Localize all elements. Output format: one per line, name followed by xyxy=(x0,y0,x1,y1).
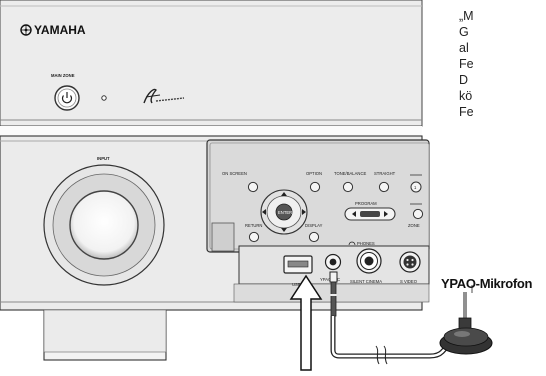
tone-balance-button[interactable] xyxy=(342,181,354,193)
mic-plug xyxy=(329,271,338,317)
on-screen-button[interactable] xyxy=(247,181,259,193)
s-video-jack[interactable] xyxy=(399,251,421,273)
cable-break-icon xyxy=(375,345,388,365)
network-logo xyxy=(143,88,185,104)
cursor-up-icon[interactable] xyxy=(281,192,287,196)
silent-cinema-label: SILENT CINEMA xyxy=(350,279,382,284)
brand-name: YAMAHA xyxy=(34,23,86,37)
zone-1-number: 1 xyxy=(414,185,417,190)
return-button[interactable] xyxy=(248,231,260,243)
mic-cable xyxy=(330,316,457,359)
cursor-left-icon[interactable] xyxy=(262,209,266,215)
return-label: RETURN xyxy=(245,223,262,228)
program-label: PROGRAM xyxy=(355,201,377,206)
on-screen-label: ON SCREEN xyxy=(222,171,247,176)
insert-arrow-icon xyxy=(289,274,323,371)
receiver-foot xyxy=(43,309,167,361)
standby-indicator xyxy=(101,95,107,101)
side-text-line: kö xyxy=(459,89,473,103)
side-text-line: Fe xyxy=(459,57,474,71)
phones-label: PHONES xyxy=(357,241,375,246)
main-zone-label: MAIN ZONE xyxy=(51,73,75,78)
input-knob[interactable] xyxy=(43,164,165,286)
zone-1-button[interactable] xyxy=(410,181,422,193)
display-label: DISPLAY xyxy=(305,223,323,228)
program-right-icon xyxy=(384,211,388,217)
side-text-line: „M xyxy=(459,9,474,23)
side-text-line: D xyxy=(459,73,469,87)
side-text-line: G xyxy=(459,25,469,39)
usb-label: USB xyxy=(292,282,301,287)
option-label: OPTION xyxy=(306,171,322,176)
zone-label: ZONE xyxy=(408,223,420,228)
s-video-label: S VIDEO xyxy=(400,279,418,284)
zone-button[interactable] xyxy=(412,208,424,220)
ypao-mic-jack[interactable] xyxy=(324,253,342,271)
cursor-down-icon[interactable] xyxy=(281,228,287,232)
side-text-line: al xyxy=(459,41,469,55)
tone-balance-label: TONE/BALANCE xyxy=(334,171,366,176)
usb-port[interactable] xyxy=(283,255,313,274)
headphones-icon xyxy=(348,241,356,246)
enter-label: ENTER xyxy=(278,210,292,215)
straight-label: STRAIGHT xyxy=(374,171,396,176)
side-text-line: Fe xyxy=(459,105,474,119)
phones-jack[interactable] xyxy=(356,248,382,274)
program-left-icon xyxy=(352,211,356,217)
option-button[interactable] xyxy=(309,181,321,193)
ypao-mic-callout: YPAO-Mikrofon xyxy=(441,276,533,291)
input-label: INPUT xyxy=(97,156,110,161)
program-selector[interactable] xyxy=(344,207,396,221)
cursor-right-icon[interactable] xyxy=(302,209,306,215)
power-icon xyxy=(61,92,73,104)
yamaha-logo: YAMAHA xyxy=(20,23,86,37)
display-button[interactable] xyxy=(308,231,320,243)
ypao-microphone xyxy=(439,292,493,355)
straight-button[interactable] xyxy=(378,181,390,193)
enter-button[interactable] xyxy=(275,203,293,221)
side-text-fragment: „M G al Fe D kö Fe xyxy=(459,8,546,120)
